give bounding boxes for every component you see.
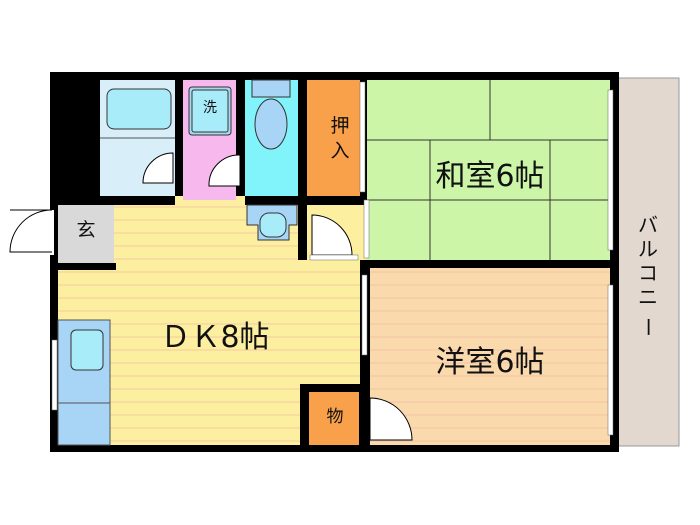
room-monooki	[309, 392, 359, 445]
svg-text:バ: バ	[638, 213, 658, 237]
oshiire-label-2: 入	[330, 140, 349, 162]
dk-label: ＤＫ8帖	[160, 320, 269, 355]
room-oshiire	[307, 80, 360, 196]
bath-door[interactable]	[142, 152, 174, 184]
room-washitsu	[367, 80, 610, 260]
svg-text:コ: コ	[638, 261, 658, 285]
genkan-label: 玄	[76, 219, 95, 241]
room-genkan	[58, 205, 114, 263]
toilet-bowl	[254, 98, 288, 150]
svg-text:ル: ル	[638, 237, 658, 261]
balcony	[616, 77, 680, 447]
bathtub	[106, 88, 172, 130]
toilet-door[interactable]	[208, 154, 241, 187]
hand-sink	[259, 212, 287, 238]
balcony-label: バ ル コ ニ ー	[636, 213, 660, 337]
youshitsu-label: 洋室6帖	[435, 345, 544, 380]
oshiire-label-1: 押	[330, 115, 349, 137]
svg-text:ニ: ニ	[638, 285, 658, 309]
youshitsu-door[interactable]	[369, 397, 413, 441]
monooki-label: 物	[327, 407, 344, 427]
svg-text:ー: ー	[636, 317, 660, 337]
entry-door[interactable]	[9, 209, 54, 255]
kitchen-sink	[70, 329, 104, 371]
senmen-label: 洗	[203, 100, 217, 116]
room-youshitsu	[370, 268, 610, 445]
washitsu-label: 和室6帖	[435, 159, 544, 194]
